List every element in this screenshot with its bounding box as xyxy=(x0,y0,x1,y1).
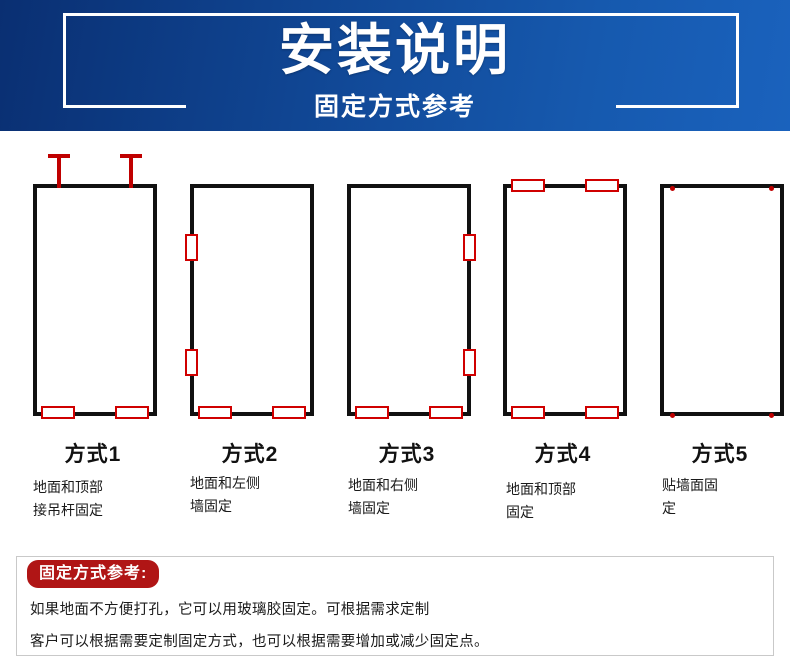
method-desc-line2-3: 墙固定 xyxy=(348,500,390,516)
floor-bracket-left-3 xyxy=(355,406,389,419)
ceiling-bracket-right-4 xyxy=(585,179,619,192)
method-desc-line2-4: 固定 xyxy=(506,504,534,520)
note-text-line-1: 如果地面不方便打孔，它可以用玻璃胶固定。可根据需求定制 xyxy=(30,602,430,618)
hanger-rod-stem-left xyxy=(57,154,61,188)
method-title-2: 方式2 xyxy=(221,443,279,466)
method-title-4: 方式4 xyxy=(534,443,592,466)
header-frame-bottom-right xyxy=(616,105,739,108)
diagram-method-3 xyxy=(328,131,486,545)
wall-bracket-left-upper-2 xyxy=(185,234,198,261)
fixing-point-bottom-left-5 xyxy=(670,413,675,418)
method-desc-line2-1: 接吊杆固定 xyxy=(33,502,103,518)
floor-bracket-left-4 xyxy=(511,406,545,419)
page-title: 安装说明 xyxy=(278,19,511,81)
method-desc-line1-1: 地面和顶部 xyxy=(33,479,103,495)
diagram-method-1 xyxy=(14,131,172,545)
header-frame-border xyxy=(63,13,739,108)
method-title-3: 方式3 xyxy=(378,443,436,466)
wall-bracket-right-lower-3 xyxy=(463,349,476,376)
cabinet-outline-2 xyxy=(190,184,314,416)
method-desc-line1-2: 地面和左侧 xyxy=(190,475,260,491)
floor-bracket-right-2 xyxy=(272,406,306,419)
header-frame-bottom-left xyxy=(63,105,186,108)
method-desc-line1-4: 地面和顶部 xyxy=(506,481,576,497)
diagram-method-5 xyxy=(641,131,790,545)
floor-bracket-left-2 xyxy=(198,406,232,419)
method-title-1: 方式1 xyxy=(64,443,122,466)
cabinet-outline-3 xyxy=(347,184,471,416)
page-header: 安装说明 固定方式参考 xyxy=(0,0,790,131)
note-text-line-2: 客户可以根据需要定制固定方式，也可以根据需要增加或减少固定点。 xyxy=(30,634,489,650)
diagram-row xyxy=(0,131,790,545)
floor-bracket-left-1 xyxy=(41,406,75,419)
method-desc-line2-2: 墙固定 xyxy=(190,498,232,514)
diagram-method-2 xyxy=(171,131,329,545)
hanger-rod-stem-right xyxy=(129,154,133,188)
page-subtitle: 固定方式参考 xyxy=(313,93,476,121)
floor-bracket-right-4 xyxy=(585,406,619,419)
fixing-point-top-right-5 xyxy=(769,186,774,191)
method-desc-line2-5: 定 xyxy=(662,500,676,516)
ceiling-bracket-left-4 xyxy=(511,179,545,192)
wall-bracket-right-upper-3 xyxy=(463,234,476,261)
fixing-point-top-left-5 xyxy=(670,186,675,191)
cabinet-outline-5 xyxy=(660,184,784,416)
note-badge: 固定方式参考: xyxy=(27,560,160,588)
cabinet-outline-4 xyxy=(503,184,627,416)
diagram-method-4 xyxy=(484,131,642,545)
floor-bracket-right-1 xyxy=(115,406,149,419)
fixing-point-bottom-right-5 xyxy=(769,413,774,418)
method-desc-line1-5: 贴墙面固 xyxy=(662,477,718,493)
method-title-5: 方式5 xyxy=(691,443,749,466)
method-desc-line1-3: 地面和右侧 xyxy=(348,477,418,493)
cabinet-outline-1 xyxy=(33,184,157,416)
floor-bracket-right-3 xyxy=(429,406,463,419)
wall-bracket-left-lower-2 xyxy=(185,349,198,376)
